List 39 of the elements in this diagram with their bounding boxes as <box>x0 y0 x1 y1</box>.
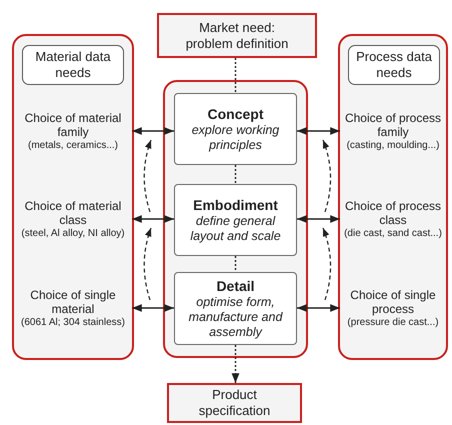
title-box <box>157 13 317 58</box>
node-text: Material data needs <box>34 49 112 81</box>
node-text: Process data needs <box>355 49 433 81</box>
arrow <box>297 127 340 135</box>
panel-background <box>12 34 134 360</box>
arrow <box>132 215 174 223</box>
choice-title: Choice of material class <box>24 198 122 226</box>
stage-title: Embodiment <box>193 196 278 214</box>
arrow <box>132 127 174 135</box>
arrow <box>297 215 340 223</box>
choice-examples: (pressure die cast...) <box>347 316 439 328</box>
node-text: Market need: problem definition <box>184 20 290 52</box>
arrow <box>232 345 240 383</box>
stage-box <box>174 184 297 256</box>
choice-examples: (die cast, sand cast...) <box>344 226 442 240</box>
stage-description: define general layout and scale <box>189 214 282 244</box>
panel-background <box>338 34 448 360</box>
choice-examples: (steel, Al alloy, NI alloy) <box>21 226 125 240</box>
arrow <box>132 304 174 312</box>
choice-title: Choice of material family <box>24 110 122 138</box>
node-text: Product specification <box>198 387 272 419</box>
stage-box <box>174 93 297 165</box>
choice-title: Choice of process class <box>344 198 442 226</box>
choice-title: Choice of single material <box>29 288 117 316</box>
stage-description: explore working principles <box>190 123 280 153</box>
choice-title: Choice of single process <box>349 288 437 316</box>
arrow <box>297 304 340 312</box>
title-box <box>167 383 302 423</box>
stage-title: Concept <box>208 105 264 123</box>
stage-box <box>174 272 297 345</box>
panel-heading-box <box>348 45 440 85</box>
stage-title: Detail <box>216 277 255 295</box>
choice-examples: (metals, ceramics...) <box>28 138 118 152</box>
choice-title: Choice of process family <box>344 110 442 138</box>
choice-examples: (casting, moulding...) <box>346 138 440 152</box>
stage-description: optimise form, manufacture and assembly <box>188 295 284 340</box>
panel-background <box>163 80 308 358</box>
choice-examples: (6061 Al; 304 stainless) <box>21 316 125 328</box>
panel-heading-box <box>22 45 124 85</box>
